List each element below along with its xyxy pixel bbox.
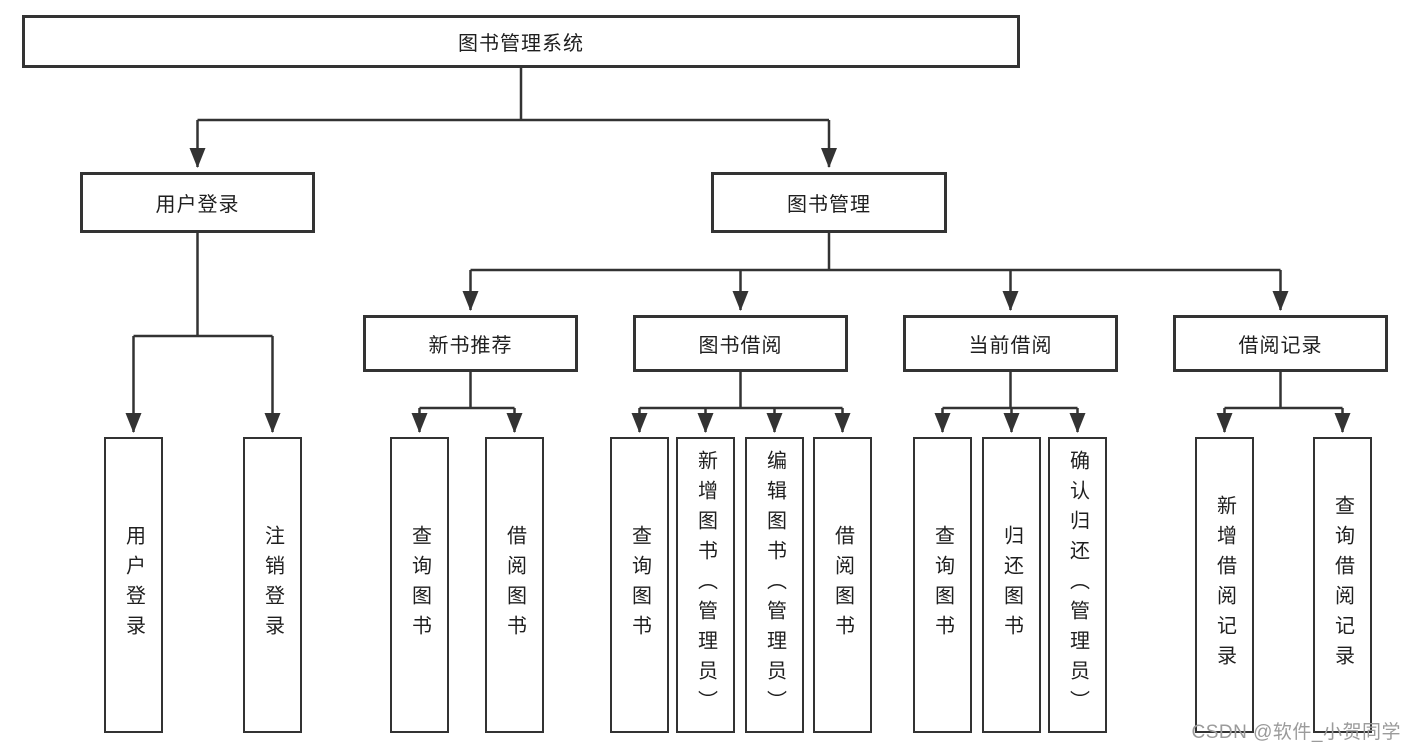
leaf-add-books-admin: 新增图书（管理员） bbox=[676, 437, 735, 733]
leaf-query-books-recommend: 查询图书 bbox=[390, 437, 449, 733]
leaf-add-borrow-record: 新增借阅记录 bbox=[1195, 437, 1254, 733]
node-label: 图书借阅 bbox=[698, 335, 783, 357]
leaf-confirm-return-admin: 确认归还（管理员） bbox=[1048, 437, 1107, 733]
node-borrowing-records: 借阅记录 bbox=[1173, 315, 1388, 372]
leaf-label: 归还图书 bbox=[1000, 525, 1023, 645]
leaf-label: 新增图书（管理员） bbox=[694, 450, 717, 720]
node-label: 用户登录 bbox=[155, 194, 240, 216]
leaf-edit-books-admin: 编辑图书（管理员） bbox=[745, 437, 804, 733]
leaf-query-books-borrow: 查询图书 bbox=[610, 437, 669, 733]
leaf-logout-login: 注销登录 bbox=[243, 437, 302, 733]
leaf-label: 查询图书 bbox=[628, 525, 651, 645]
leaf-label: 用户登录 bbox=[122, 525, 145, 645]
node-label: 借阅记录 bbox=[1238, 335, 1323, 357]
node-book-management: 图书管理 bbox=[711, 172, 947, 233]
node-library-management-system: 图书管理系统 bbox=[22, 15, 1020, 68]
leaf-query-borrow-record: 查询借阅记录 bbox=[1313, 437, 1372, 733]
node-user-login: 用户登录 bbox=[80, 172, 315, 233]
node-book-borrowing: 图书借阅 bbox=[633, 315, 848, 372]
leaf-label: 借阅图书 bbox=[831, 525, 854, 645]
leaf-label: 注销登录 bbox=[261, 525, 284, 645]
leaf-return-books: 归还图书 bbox=[982, 437, 1041, 733]
leaf-label: 确认归还（管理员） bbox=[1066, 450, 1089, 720]
node-label: 新书推荐 bbox=[428, 335, 513, 357]
leaf-borrow-books-recommend: 借阅图书 bbox=[485, 437, 544, 733]
node-new-book-recommendation: 新书推荐 bbox=[363, 315, 578, 372]
leaf-query-books-current: 查询图书 bbox=[913, 437, 972, 733]
node-current-borrowing: 当前借阅 bbox=[903, 315, 1118, 372]
leaf-label: 查询图书 bbox=[931, 525, 954, 645]
leaf-user-login: 用户登录 bbox=[104, 437, 163, 733]
csdn-watermark: CSDN @软件_小贺同学 bbox=[1191, 722, 1401, 743]
leaf-label: 查询图书 bbox=[408, 525, 431, 645]
node-label: 当前借阅 bbox=[968, 335, 1053, 357]
node-label: 图书管理 bbox=[787, 194, 871, 216]
leaf-label: 编辑图书（管理员） bbox=[763, 450, 786, 720]
leaf-label: 新增借阅记录 bbox=[1213, 495, 1236, 675]
leaf-label: 查询借阅记录 bbox=[1331, 495, 1354, 675]
leaf-borrow-books: 借阅图书 bbox=[813, 437, 872, 733]
leaf-label: 借阅图书 bbox=[503, 525, 526, 645]
node-label: 图书管理系统 bbox=[458, 33, 584, 55]
